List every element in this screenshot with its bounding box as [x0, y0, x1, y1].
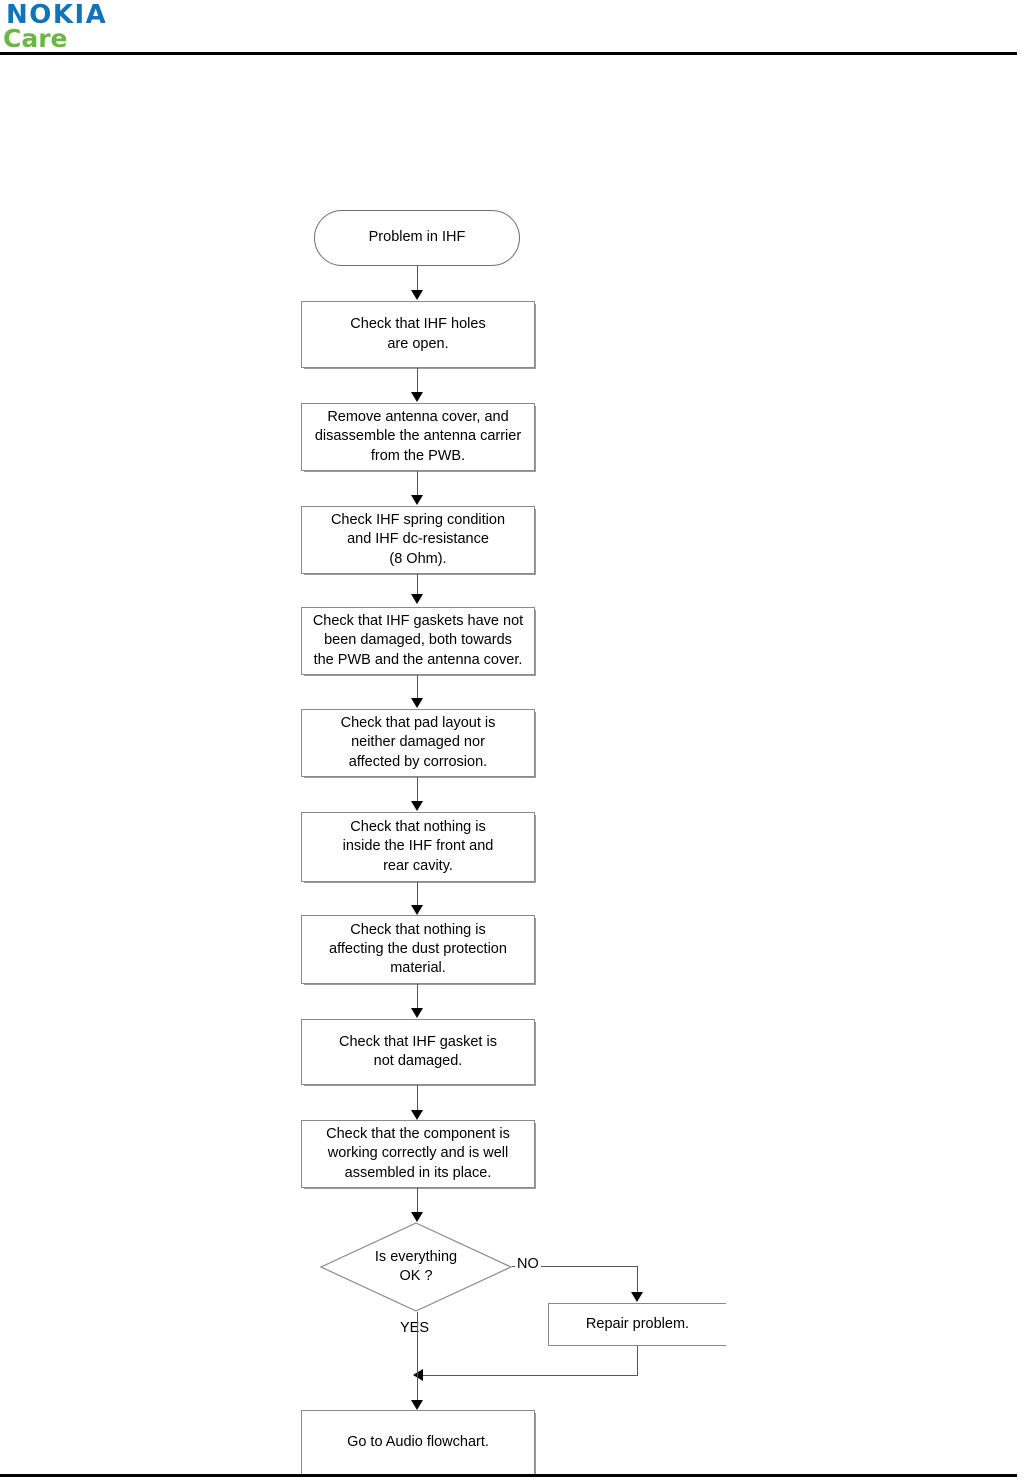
arrowhead-step6-to-step7 [411, 905, 423, 915]
connector-step2-to-step3 [417, 471, 418, 499]
page-header: NOKIA Care [0, 0, 1027, 60]
connector-decision-yes-vertical [417, 1312, 418, 1408]
edge-label-yes: YES [398, 1320, 432, 1336]
flow-node-step2-label: Remove antenna cover, and disassemble th… [314, 409, 522, 464]
care-logo-wordmark: Care [3, 24, 68, 53]
connector-repair-return-vertical [637, 1346, 638, 1375]
flow-node-step5-label: Check that pad layout is neither damaged… [340, 715, 496, 770]
flow-node-step3: Check IHF spring condition and IHF dc-re… [301, 506, 535, 574]
edge-label-no: NO [515, 1256, 541, 1272]
flow-node-step4-label: Check that IHF gaskets have not been dam… [312, 613, 524, 668]
flow-node-start-label: Problem in IHF [368, 229, 466, 246]
arrowhead-yes-to-end [411, 1400, 423, 1410]
flow-node-decision: Is everything OK ? [319, 1222, 513, 1312]
connector-step8-to-step9 [417, 1085, 418, 1115]
flow-node-step6: Check that nothing is inside the IHF fro… [301, 812, 535, 882]
connector-decision-no-vertical [637, 1266, 638, 1295]
flow-node-step5: Check that pad layout is neither damaged… [301, 709, 535, 777]
flow-node-step6-label: Check that nothing is inside the IHF fro… [342, 819, 494, 874]
connector-step1-to-step2 [417, 368, 418, 396]
flow-node-step1-label: Check that IHF holes are open. [350, 316, 486, 352]
arrowhead-step1-to-step2 [411, 392, 423, 402]
connector-step4-to-step5 [417, 675, 418, 702]
flow-node-end: Go to Audio flowchart. [301, 1410, 535, 1476]
flow-node-step7: Check that nothing is affecting the dust… [301, 915, 535, 984]
flow-node-end-label: Go to Audio flowchart. [347, 1434, 489, 1451]
arrowhead-repair-return [413, 1369, 423, 1381]
flow-node-step2: Remove antenna cover, and disassemble th… [301, 403, 535, 471]
connector-step9-to-decision [417, 1188, 418, 1218]
flow-node-step8: Check that IHF gasket is not damaged. [301, 1019, 535, 1085]
flow-node-step7-label: Check that nothing is affecting the dust… [329, 921, 507, 977]
flow-node-step1: Check that IHF holes are open. [301, 301, 535, 368]
footer-divider-rule [0, 1474, 1017, 1477]
flow-node-repair-label: Repair problem. [585, 1315, 690, 1332]
flow-node-step3-label: Check IHF spring condition and IHF dc-re… [330, 512, 506, 567]
header-divider-rule [0, 52, 1017, 55]
arrowhead-start-to-step1 [411, 290, 423, 300]
connector-step5-to-step6 [417, 777, 418, 804]
flow-node-repair: Repair problem. [548, 1303, 726, 1346]
flow-node-step9-label: Check that the component is working corr… [326, 1126, 510, 1181]
arrowhead-no-to-repair [631, 1292, 643, 1302]
arrowhead-step7-to-step8 [411, 1008, 423, 1018]
arrowhead-step9-to-decision [411, 1212, 423, 1222]
arrowhead-step4-to-step5 [411, 698, 423, 708]
flow-node-step9: Check that the component is working corr… [301, 1120, 535, 1188]
decision-diamond-shape [319, 1222, 513, 1312]
connector-start-to-step1 [417, 266, 418, 294]
flow-node-step4: Check that IHF gaskets have not been dam… [301, 607, 535, 675]
connector-decision-no-horizontal [512, 1266, 637, 1267]
arrowhead-step8-to-step9 [411, 1110, 423, 1120]
arrowhead-step5-to-step6 [411, 801, 423, 811]
connector-step6-to-step7 [417, 882, 418, 908]
connector-step3-to-step4 [417, 574, 418, 598]
flow-node-step8-label: Check that IHF gasket is not damaged. [339, 1033, 497, 1069]
connector-step7-to-step8 [417, 984, 418, 1012]
arrowhead-step2-to-step3 [411, 495, 423, 505]
flow-node-start: Problem in IHF [314, 210, 520, 266]
arrowhead-step3-to-step4 [411, 594, 423, 604]
flow-node-decision-label: Is everything OK ? [374, 1248, 458, 1284]
nokia-logo-wordmark: NOKIA [6, 0, 108, 30]
connector-repair-return-horizontal [423, 1375, 638, 1376]
